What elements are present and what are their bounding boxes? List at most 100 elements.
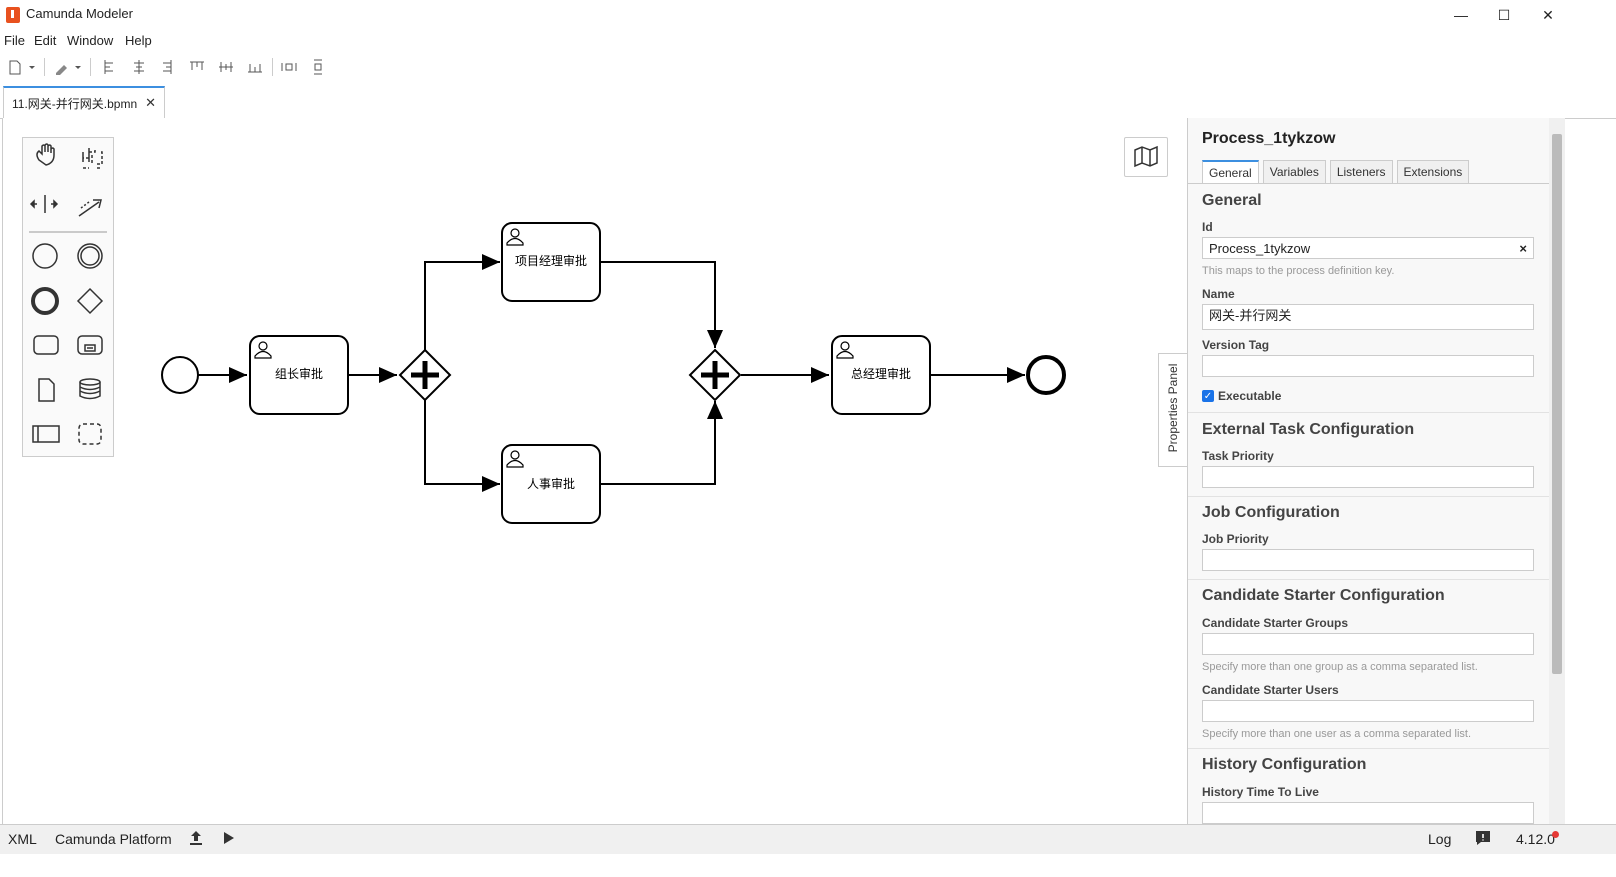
- space-tool-icon[interactable]: [29, 195, 59, 213]
- task-group-leader[interactable]: 组长审批: [249, 335, 349, 415]
- clear-id-icon[interactable]: ×: [1519, 241, 1527, 256]
- job-priority-label: Job Priority: [1202, 532, 1269, 546]
- create-pool-icon[interactable]: [32, 425, 60, 443]
- feedback-icon[interactable]: [1474, 829, 1492, 850]
- minimap-toggle-button[interactable]: [1124, 137, 1168, 177]
- window-title: Camunda Modeler: [26, 6, 133, 21]
- user-task-icon: [254, 341, 272, 359]
- group-history-title: History Configuration: [1202, 756, 1367, 773]
- tab-file[interactable]: 11.网关-并行网关.bpmn ✕: [3, 86, 166, 118]
- user-task-icon: [836, 341, 854, 359]
- task-label-group-leader: 组长审批: [275, 366, 323, 381]
- id-value: Process_1tykzow: [1209, 241, 1311, 256]
- properties-panel-toggle[interactable]: Properties Panel: [1158, 353, 1187, 467]
- update-notification-dot: [1552, 831, 1559, 838]
- id-input[interactable]: Process_1tykzow ×: [1202, 237, 1534, 259]
- group-general-title: General: [1202, 192, 1262, 209]
- task-label-project-manager: 项目经理审批: [515, 253, 587, 268]
- toolbar: [0, 54, 1616, 80]
- align-right-icon[interactable]: [158, 57, 176, 77]
- create-gateway-icon[interactable]: [76, 287, 104, 315]
- bpmn-canvas[interactable]: 组长审批 项目经理审批 人事审批: [2, 118, 1222, 846]
- task-priority-label: Task Priority: [1202, 449, 1274, 463]
- group-job-title: Job Configuration: [1202, 504, 1340, 521]
- create-start-event-icon[interactable]: [32, 243, 58, 269]
- version-label: 4.12.0: [1516, 831, 1555, 847]
- user-task-icon: [506, 450, 524, 468]
- properties-scrollbar[interactable]: [1549, 118, 1565, 824]
- task-label-general-manager: 总经理审批: [851, 366, 911, 381]
- candidate-groups-input[interactable]: [1202, 633, 1534, 655]
- start-instance-icon[interactable]: [222, 829, 236, 850]
- create-end-event-icon[interactable]: [31, 287, 59, 315]
- properties-panel-toggle-label: Properties Panel: [1166, 363, 1180, 453]
- align-left-icon[interactable]: [100, 57, 118, 77]
- job-priority-input[interactable]: [1202, 549, 1534, 571]
- properties-title: Process_1tykzow: [1202, 130, 1336, 147]
- tab-general[interactable]: General: [1202, 160, 1259, 184]
- align-center-icon[interactable]: [130, 57, 148, 77]
- menu-window[interactable]: Window: [67, 33, 114, 48]
- history-ttl-label: History Time To Live: [1202, 785, 1319, 799]
- menu-edit[interactable]: Edit: [34, 33, 57, 48]
- create-group-icon[interactable]: [78, 423, 102, 445]
- create-subprocess-icon[interactable]: [77, 335, 103, 355]
- edit-tool-icon[interactable]: [52, 57, 84, 77]
- create-task-icon[interactable]: [33, 335, 59, 355]
- executable-row: ✓ Executable: [1202, 389, 1281, 403]
- platform-selector[interactable]: Camunda Platform: [55, 831, 172, 847]
- task-label-hr: 人事审批: [527, 476, 575, 491]
- tab-bar: 11.网关-并行网关.bpmn ✕: [0, 84, 1616, 119]
- tab-variables[interactable]: Variables: [1262, 160, 1326, 184]
- sequence-flows: [198, 254, 1025, 492]
- version-tag-input[interactable]: [1202, 355, 1534, 377]
- menu-help[interactable]: Help: [125, 33, 152, 48]
- menu-file[interactable]: File: [4, 33, 25, 48]
- task-project-manager[interactable]: 项目经理审批: [501, 222, 601, 302]
- hand-tool-icon[interactable]: [36, 143, 55, 166]
- minimize-button[interactable]: —: [1454, 7, 1468, 23]
- create-intermediate-event-icon[interactable]: [77, 243, 103, 269]
- properties-tabs: General Variables Listeners Extensions: [1202, 160, 1473, 184]
- candidate-users-input[interactable]: [1202, 700, 1534, 722]
- log-button[interactable]: Log: [1428, 831, 1452, 847]
- user-task-icon: [506, 228, 524, 246]
- name-value: 网关-并行网关: [1209, 308, 1292, 323]
- close-tab-icon[interactable]: ✕: [145, 95, 157, 110]
- candidate-groups-label: Candidate Starter Groups: [1202, 616, 1349, 630]
- new-file-icon[interactable]: [6, 57, 38, 77]
- align-bottom-icon[interactable]: [245, 57, 265, 77]
- global-connect-tool-icon[interactable]: [78, 199, 102, 217]
- executable-checkbox[interactable]: ✓: [1202, 390, 1214, 402]
- name-input[interactable]: 网关-并行网关: [1202, 304, 1534, 330]
- parallel-gateway-join[interactable]: [688, 348, 742, 402]
- group-candidate-title: Candidate Starter Configuration: [1202, 587, 1445, 604]
- scrollbar-thumb[interactable]: [1552, 134, 1562, 674]
- name-label: Name: [1202, 287, 1235, 301]
- candidate-users-hint: Specify more than one user as a comma se…: [1202, 728, 1472, 740]
- executable-label: Executable: [1218, 389, 1282, 403]
- lasso-tool-icon[interactable]: [82, 148, 103, 169]
- create-data-object-icon[interactable]: [38, 378, 55, 402]
- start-event[interactable]: [161, 356, 199, 394]
- id-label: Id: [1202, 220, 1213, 234]
- xml-view-button[interactable]: XML: [8, 831, 37, 847]
- end-event[interactable]: [1026, 355, 1066, 395]
- align-middle-icon[interactable]: [216, 57, 236, 77]
- maximize-button[interactable]: ☐: [1497, 6, 1511, 23]
- task-general-manager[interactable]: 总经理审批: [831, 335, 931, 415]
- tab-listeners[interactable]: Listeners: [1329, 160, 1393, 184]
- task-priority-input[interactable]: [1202, 466, 1534, 488]
- distribute-vertical-icon[interactable]: [308, 57, 328, 77]
- create-data-store-icon[interactable]: [79, 378, 101, 400]
- distribute-horizontal-icon[interactable]: [279, 57, 299, 77]
- deploy-icon[interactable]: [188, 829, 204, 850]
- history-ttl-input[interactable]: [1202, 802, 1534, 824]
- task-hr[interactable]: 人事审批: [501, 444, 601, 524]
- parallel-gateway-split[interactable]: [398, 348, 452, 402]
- properties-panel: Process_1tykzow General Variables Listen…: [1187, 118, 1550, 824]
- align-top-icon[interactable]: [187, 57, 207, 77]
- tab-extensions[interactable]: Extensions: [1396, 160, 1470, 184]
- close-window-button[interactable]: ✕: [1542, 6, 1554, 23]
- group-external-task-title: External Task Configuration: [1202, 421, 1415, 438]
